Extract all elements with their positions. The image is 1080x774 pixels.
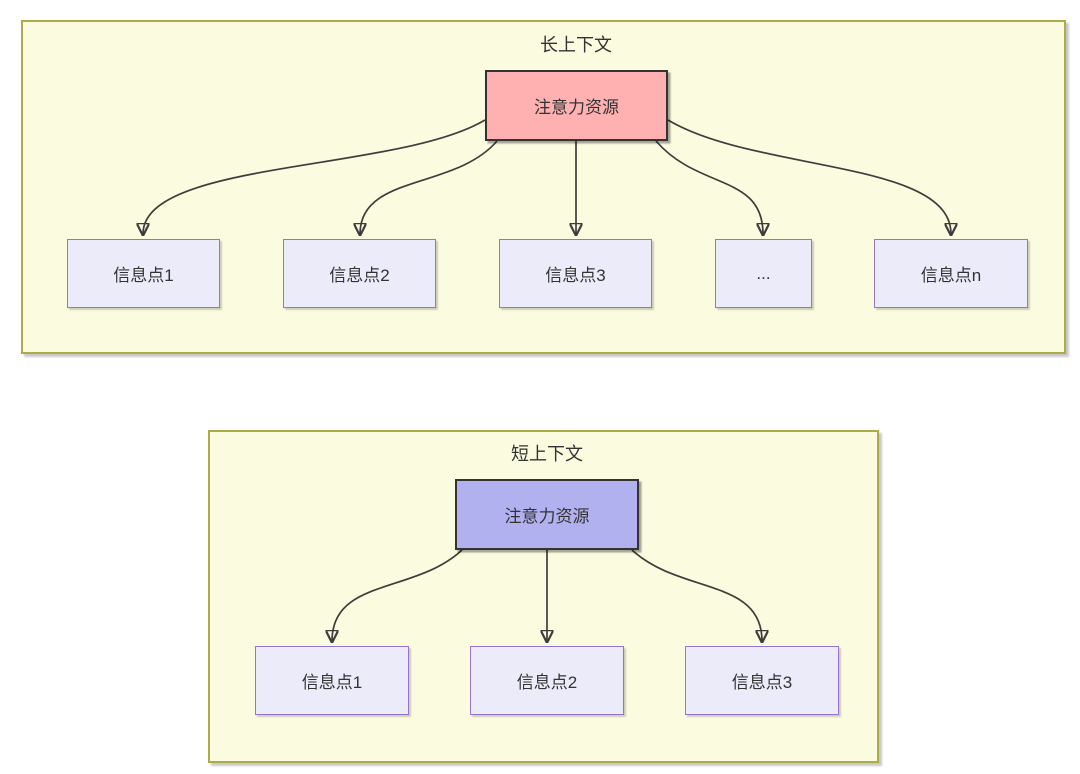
node-info-3: 信息点3: [685, 646, 839, 715]
arrow-attention-to-info-n: [667, 119, 951, 234]
node-info-n: 信息点n: [874, 239, 1028, 308]
arrow-attention-to-info3: [631, 549, 762, 641]
arrow-attention-to-info2: [360, 140, 498, 234]
long-context-arrows: [23, 119, 1064, 352]
arrow-attention-to-info1: [332, 549, 463, 641]
arrow-attention-to-info1: [143, 119, 486, 234]
arrow-attention-to-dots: [655, 140, 763, 234]
node-info-dots: ...: [715, 239, 812, 308]
node-attention-short: 注意力资源: [455, 479, 639, 550]
node-info-3: 信息点3: [499, 239, 652, 308]
node-attention-long: 注意力资源: [485, 70, 668, 141]
short-context-title: 短上下文: [511, 444, 583, 464]
long-context-title: 长上下文: [540, 35, 612, 55]
short-context-arrows: [210, 549, 877, 761]
group-short-context: 短上下文 注意力资源 信息点1 信息点2 信息点3: [208, 430, 879, 763]
node-info-1: 信息点1: [255, 646, 409, 715]
node-info-2: 信息点2: [283, 239, 436, 308]
group-long-context: 长上下文 注意力资源 信息点1 信息点2 信息点3 ... 信息点n: [21, 20, 1066, 354]
node-info-2: 信息点2: [470, 646, 624, 715]
node-info-1: 信息点1: [67, 239, 220, 308]
